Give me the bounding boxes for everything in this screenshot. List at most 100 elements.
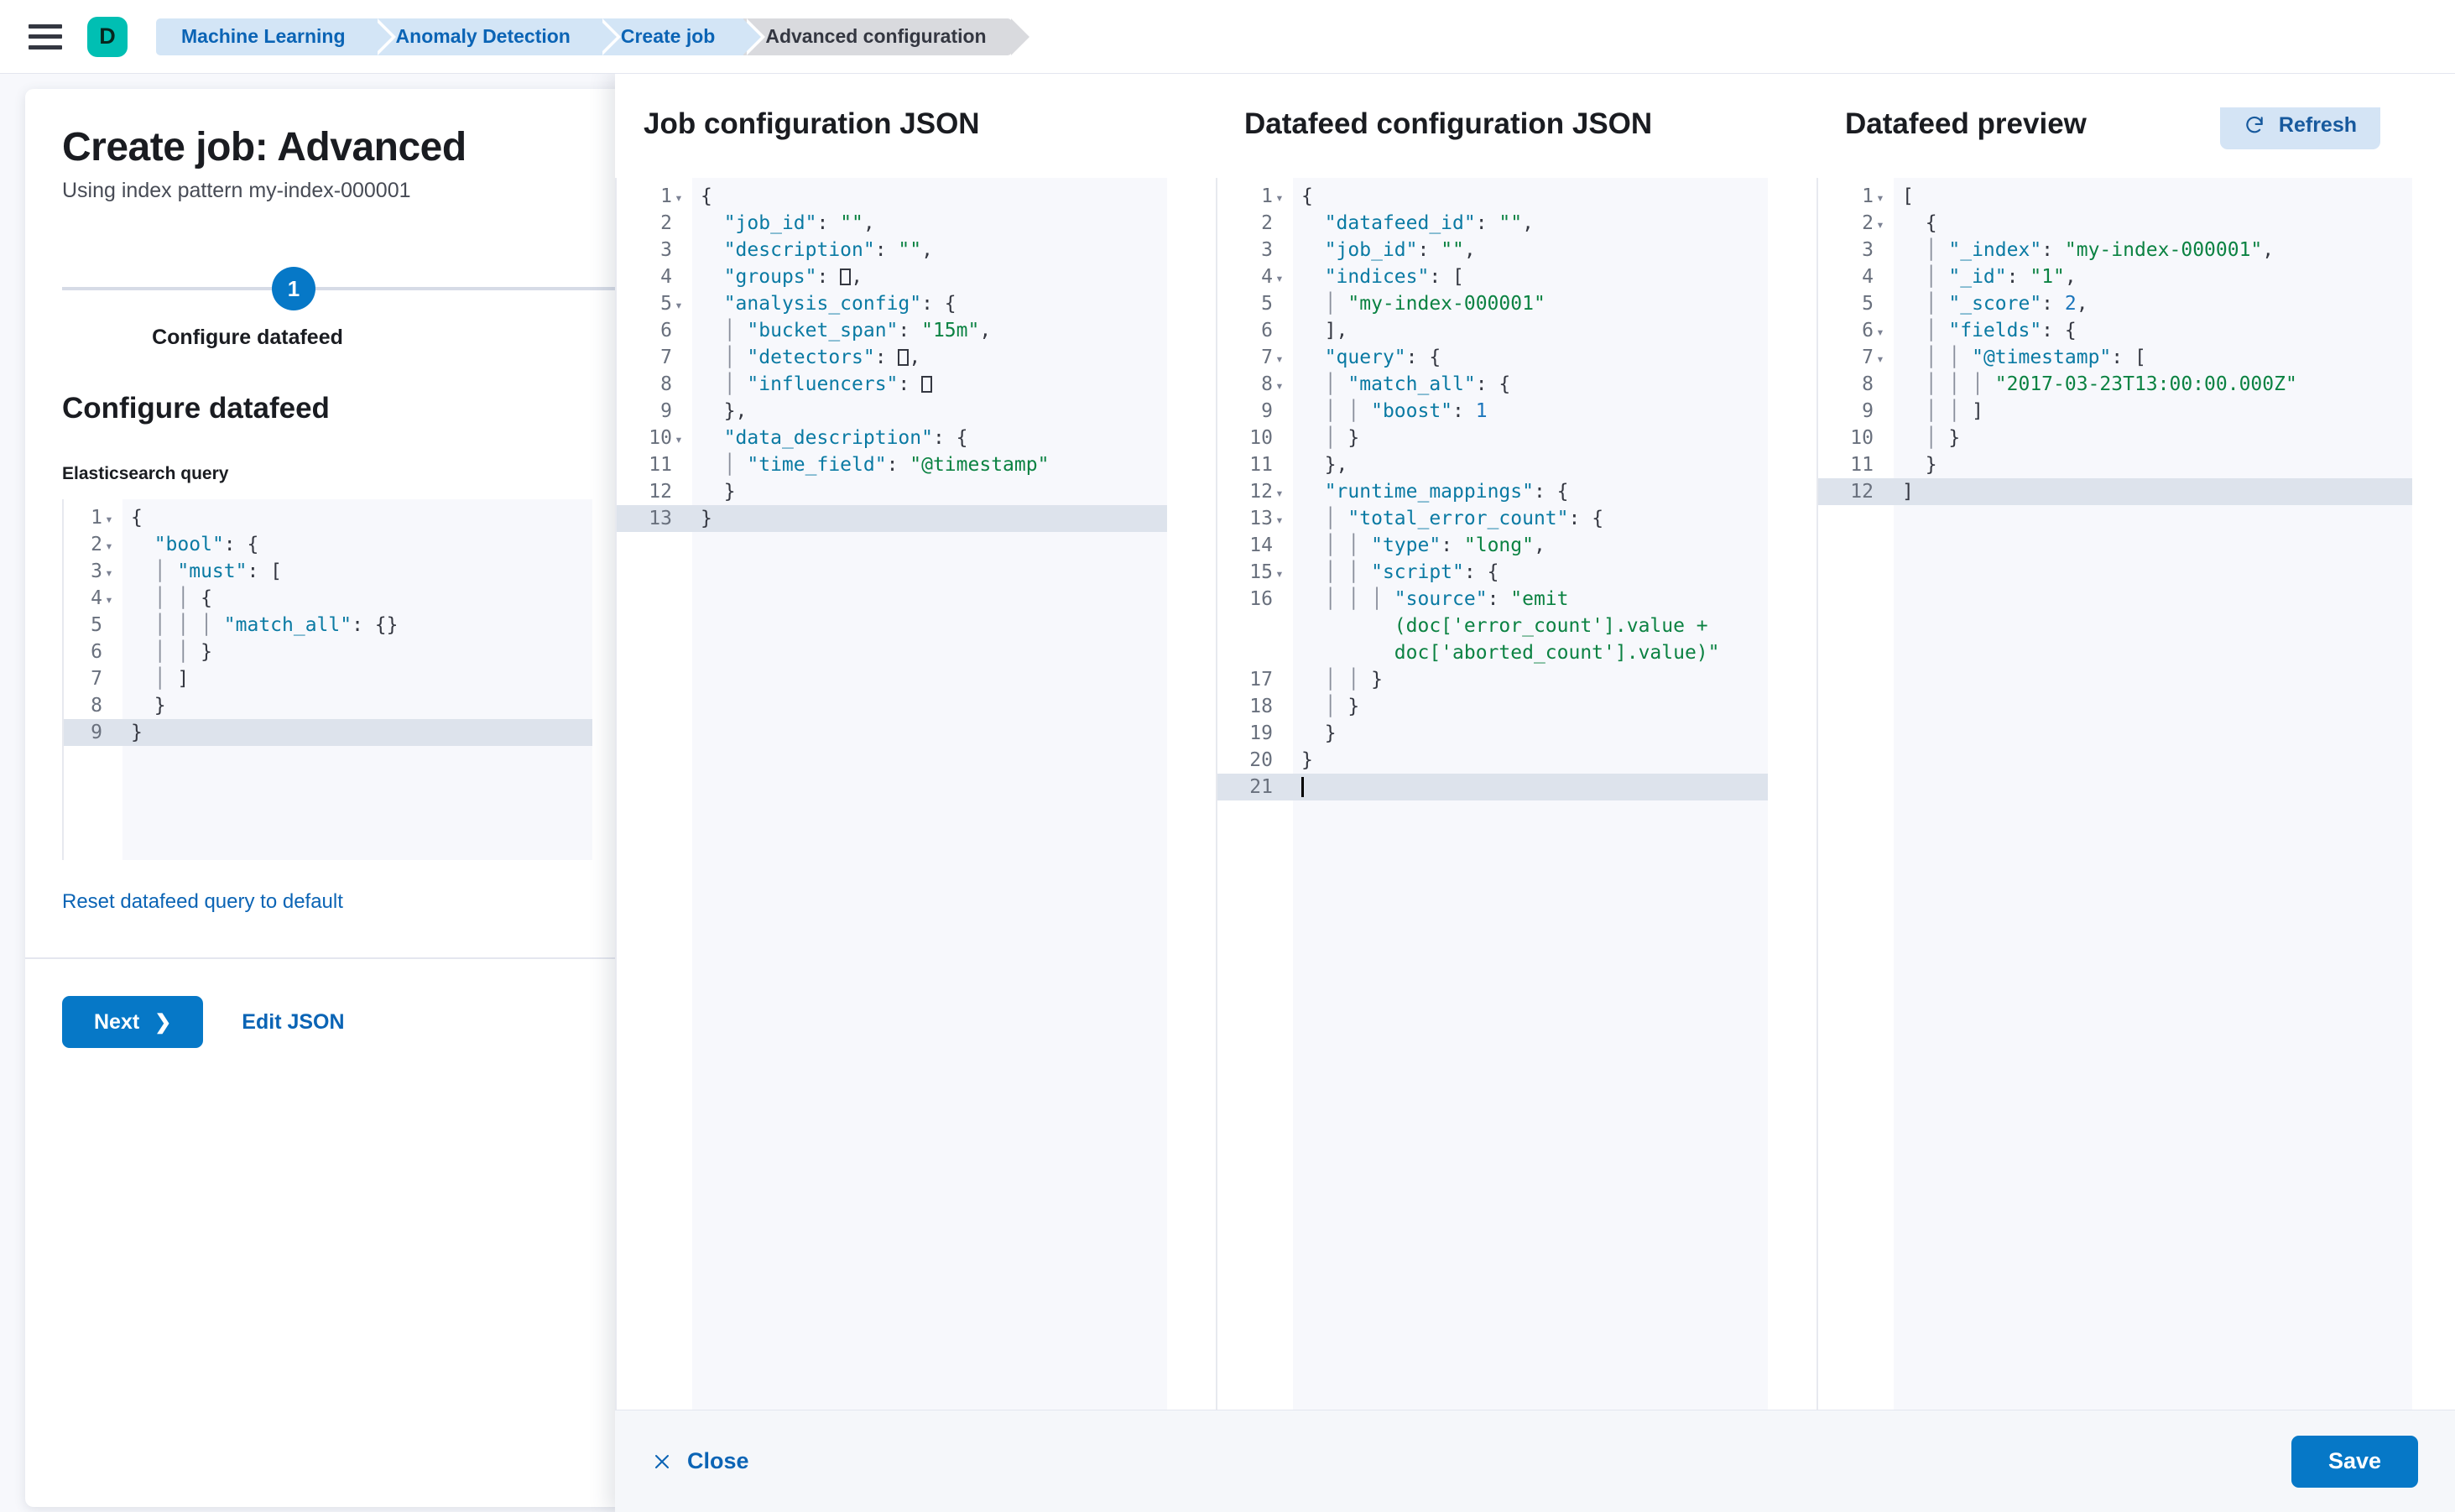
editor-code-line: [ xyxy=(1902,185,1914,207)
page-title: Create job: Advanced xyxy=(62,125,467,169)
avatar-label: D xyxy=(99,23,116,49)
editor-code-line: │ "my-index-000001" xyxy=(1301,293,1545,315)
editor-line-number: 10 xyxy=(1818,425,1894,451)
editor-gutter: 1▾2 3 4 5▾6 7 8 9 10▾11 12 13 xyxy=(615,178,692,1410)
fold-spacer xyxy=(102,613,116,640)
flyout-footer: Close Save xyxy=(615,1410,2455,1512)
editor-code-line: } xyxy=(154,695,166,717)
fold-caret-icon[interactable]: ▾ xyxy=(1275,351,1284,367)
fold-spacer xyxy=(1273,399,1286,426)
editor-code-area[interactable]: { "datafeed_id": "", "job_id": "", "indi… xyxy=(1293,178,1768,1410)
empty-array-glyph xyxy=(898,349,910,366)
fold-caret-icon[interactable]: ▾ xyxy=(1275,485,1284,501)
fold-spacer xyxy=(672,373,685,399)
editor-code-line: { xyxy=(701,185,712,207)
fold-caret-icon[interactable]: ▾ xyxy=(1876,324,1884,340)
stepper-step-1[interactable]: 1 xyxy=(272,267,315,310)
editor-line-number: 2 xyxy=(617,210,692,237)
editor-line-number: 2 xyxy=(1217,210,1293,237)
fold-caret-icon[interactable]: ▾ xyxy=(1275,270,1284,286)
breadcrumb-item-1[interactable]: Anomaly Detection xyxy=(373,18,622,55)
editor-code-line: "query": { xyxy=(1324,347,1441,368)
fold-spacer xyxy=(102,721,116,748)
fold-caret-icon[interactable]: ▾ xyxy=(1275,190,1284,206)
fold-spacer xyxy=(1273,587,1286,614)
editor-code-area[interactable]: { "bool": { │ "must": [ │ │ { │ │ │ "mat… xyxy=(122,499,592,860)
editor-line-number: 8▾ xyxy=(1217,371,1293,398)
editor-line-number: 3 xyxy=(617,237,692,263)
editor-code-line: │ ] xyxy=(131,668,190,690)
editor-code-line: │ │ "@timestamp": [ xyxy=(1902,347,2146,368)
fold-spacer xyxy=(672,480,685,507)
fold-spacer xyxy=(1273,238,1286,265)
job-configuration-editor[interactable]: 1▾2 3 4 5▾6 7 8 9 10▾11 12 13 { "job_id"… xyxy=(615,178,1216,1410)
datafeed-preview-editor[interactable]: 1▾2▾3 4 5 6▾7▾8 9 10 11 12 [ { │ "_index… xyxy=(1816,178,2412,1410)
editor-code-line: │ │ │ "source": "emit (doc['error_count'… xyxy=(1301,588,1720,664)
editor-code-line: { xyxy=(1301,185,1313,207)
editor-line-number: 9 xyxy=(617,398,692,425)
fold-caret-icon[interactable]: ▾ xyxy=(105,511,113,527)
editor-line-number: 12▾ xyxy=(1217,478,1293,505)
editor-code-line: ], xyxy=(1301,320,1348,342)
fold-spacer xyxy=(1874,373,1887,399)
refresh-button[interactable]: Refresh xyxy=(2219,107,2380,149)
breadcrumb-item-label: Advanced configuration xyxy=(765,25,987,47)
close-x-icon xyxy=(655,1454,669,1468)
job-configuration-header: Job configuration JSON xyxy=(615,107,1216,161)
next-button[interactable]: Next ❯ xyxy=(62,996,204,1048)
fold-caret-icon[interactable]: ▾ xyxy=(675,297,683,313)
edit-json-button[interactable]: Edit JSON xyxy=(242,1009,345,1034)
editor-line-number: 1▾ xyxy=(64,504,122,531)
editor-line-number: 3 xyxy=(1818,237,1894,263)
fold-caret-icon[interactable]: ▾ xyxy=(1876,190,1884,206)
fold-caret-icon[interactable]: ▾ xyxy=(675,190,683,206)
editor-code-line: │ │ "boost": 1 xyxy=(1301,400,1488,422)
editor-line-number: 18 xyxy=(1217,693,1293,720)
editor-line-number: 9 xyxy=(64,719,122,746)
elasticsearch-query-editor[interactable]: 1▾2▾3▾4▾5 6 7 8 9 { "bool": { │ "must": … xyxy=(62,499,592,860)
datafeed-preview-title: Datafeed preview xyxy=(1845,107,2087,140)
fold-spacer xyxy=(672,238,685,265)
fold-caret-icon[interactable]: ▾ xyxy=(1876,351,1884,367)
fold-spacer xyxy=(672,399,685,426)
breadcrumb-item-0[interactable]: Machine Learning xyxy=(156,18,396,55)
breadcrumb-item-2[interactable]: Create job xyxy=(598,18,766,55)
editor-code-area[interactable]: [ { │ "_index": "my-index-000001", │ "_i… xyxy=(1894,178,2412,1410)
editor-code-area[interactable]: { "job_id": "", "description": "", "grou… xyxy=(692,178,1167,1410)
datafeed-configuration-editor[interactable]: 1▾2 3 4▾5 6 7▾8▾9 10 11 12▾13▾14 15▾16 1… xyxy=(1216,178,1816,1410)
editor-code-line: } xyxy=(1301,749,1313,771)
save-button[interactable]: Save xyxy=(2291,1435,2418,1488)
breadcrumb-item-label: Create job xyxy=(620,25,716,47)
reset-datafeed-query-link[interactable]: Reset datafeed query to default xyxy=(62,890,343,913)
fold-caret-icon[interactable]: ▾ xyxy=(105,592,113,607)
hamburger-menu-icon[interactable] xyxy=(29,23,62,50)
fold-caret-icon[interactable]: ▾ xyxy=(105,565,113,581)
divider xyxy=(25,957,629,959)
fold-caret-icon[interactable]: ▾ xyxy=(1275,378,1284,394)
editor-line-number: 6 xyxy=(64,639,122,665)
editor-line-number: 2▾ xyxy=(1818,210,1894,237)
editor-line-number: 1▾ xyxy=(1818,183,1894,210)
editor-code-line: }, xyxy=(1301,454,1348,476)
fold-caret-icon[interactable]: ▾ xyxy=(1275,512,1284,528)
close-button[interactable]: Close xyxy=(652,1448,749,1474)
editor-line-number: 5 xyxy=(1217,290,1293,317)
flyout-body: Job configuration JSON 1▾2 3 4 5▾6 7 8 9… xyxy=(615,74,2455,1410)
editor-code-line: │ │ { xyxy=(131,587,212,609)
fold-spacer xyxy=(1273,292,1286,319)
editor-line-number: 4 xyxy=(617,263,692,290)
avatar[interactable]: D xyxy=(87,16,128,57)
editor-line-number: 8 xyxy=(64,692,122,719)
fold-spacer xyxy=(1273,211,1286,238)
fold-caret-icon[interactable]: ▾ xyxy=(1876,216,1884,232)
fold-caret-icon[interactable]: ▾ xyxy=(105,538,113,554)
fold-caret-icon[interactable]: ▾ xyxy=(1275,566,1284,581)
datafeed-preview-header: Datafeed preview Refresh xyxy=(1816,107,2412,161)
editor-line-number: 7 xyxy=(617,344,692,371)
fold-spacer xyxy=(1273,534,1286,560)
editor-line-number: 4▾ xyxy=(64,585,122,612)
fold-caret-icon[interactable]: ▾ xyxy=(675,431,683,447)
breadcrumb-item-3[interactable]: Advanced configuration xyxy=(743,18,1029,55)
editor-code-line: } xyxy=(1925,454,1937,476)
